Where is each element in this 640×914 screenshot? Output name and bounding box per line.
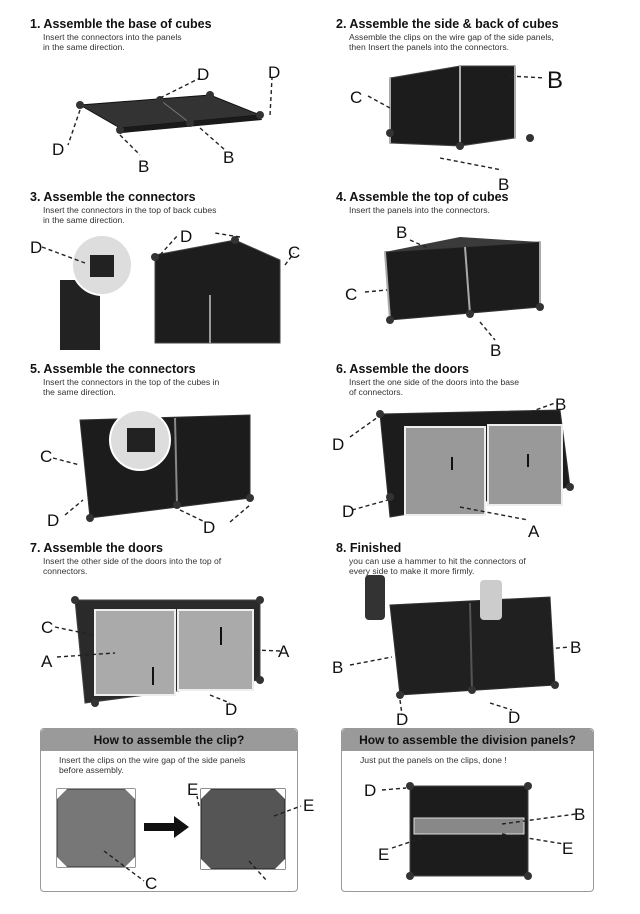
step-3: 3. Assemble the connectors Insert the co… [30,190,330,225]
svg-text:B: B [490,341,501,360]
step-7-desc: Insert the other side of the doors into … [43,556,222,576]
step-4-title: 4. Assemble the top of cubes [336,190,509,204]
svg-text:C: C [345,285,357,304]
step-6-title: 6. Assemble the doors [336,362,469,376]
step-4-illustration: C B B [345,223,544,360]
step-5: 5. Assemble the connectors Insert the co… [30,362,330,397]
clip-help-title: How to assemble the clip? [41,729,297,751]
step-2-illustration: C B B [350,65,563,193]
svg-text:C: C [288,243,300,262]
step-8-title: 8. Finished [336,541,402,555]
svg-text:B: B [555,395,566,414]
division-help-desc: Just put the panels on the clips, done ! [360,755,507,765]
svg-text:B: B [332,658,343,677]
step-1-title: 1. Assemble the base of cubes [30,17,212,31]
svg-text:B: B [547,67,563,94]
svg-text:D: D [342,502,354,521]
svg-text:E: E [187,781,198,799]
step-7-title: 7. Assemble the doors [30,541,163,555]
arrow-right-icon [144,816,189,838]
svg-text:D: D [225,700,237,719]
step-6-desc: Insert the one side of the doors into th… [349,377,520,397]
svg-text:D: D [364,781,376,800]
step-5-title: 5. Assemble the connectors [30,362,196,376]
svg-text:C: C [41,618,53,637]
step-8-illustration: B B D D [332,575,581,725]
division-help-title: How to assemble the division panels? [342,729,593,751]
step-2-title: 2. Assemble the side & back of cubes [336,17,559,31]
svg-text:C: C [350,88,362,107]
division-help-box: How to assemble the division panels? Jus… [341,728,594,892]
step-4: 4. Assemble the top of cubes Insert the … [336,190,636,215]
svg-text:D: D [332,435,344,454]
step-2-desc: Assemble the clips on the wire gap of th… [349,32,554,52]
step-6: 6. Assemble the doors Insert the one sid… [336,362,636,397]
step-8: 8. Finished you can use a hammer to hit … [336,541,636,576]
svg-text:D: D [180,227,192,246]
step-1-illustration: D D D B B [52,63,280,176]
svg-text:B: B [574,805,585,824]
svg-text:E: E [562,839,573,858]
clip-help-illustration: C E E [56,781,314,891]
svg-text:B: B [138,157,149,176]
svg-text:D: D [396,710,408,725]
label-d: D [52,140,64,159]
svg-text:D: D [197,65,209,84]
svg-text:B: B [498,175,509,193]
step-3-title: 3. Assemble the connectors [30,190,196,204]
step-3-desc: Insert the connectors in the top of back… [43,205,217,225]
svg-text:B: B [570,638,581,657]
clip-help-desc: Insert the clips on the wire gap of the … [59,755,246,775]
svg-text:D: D [47,511,59,530]
clip-help-footer [40,858,296,859]
svg-text:A: A [278,642,290,661]
step-2: 2. Assemble the side & back of cubes Ass… [336,17,636,52]
svg-text:D: D [268,63,280,82]
step-3-illustration: D D C [30,227,300,350]
svg-text:D: D [203,518,215,537]
svg-text:A: A [41,652,53,671]
step-5-desc: Insert the connectors in the top of the … [43,377,220,397]
step-6-illustration: D D B A [332,395,574,541]
svg-text:D: D [30,238,42,257]
svg-text:C: C [40,447,52,466]
step-1: 1. Assemble the base of cubes Insert the… [30,17,330,52]
clip-help-box: How to assemble the clip? Insert the cli… [40,728,314,892]
svg-text:D: D [508,708,520,725]
step-1-desc: Insert the connectors into the panels in… [43,32,182,52]
svg-text:E: E [378,845,389,864]
step-8-desc: you can use a hammer to hit the connecto… [349,556,526,576]
division-help-illustration: D B E E [364,781,585,880]
svg-text:B: B [396,223,407,242]
step-4-desc: Insert the panels into the connectors. [349,205,490,215]
svg-text:C: C [145,874,157,891]
step-7-illustration: C A A D [41,596,290,719]
svg-text:B: B [223,148,234,167]
svg-text:A: A [528,522,540,541]
step-7: 7. Assemble the doors Insert the other s… [30,541,330,576]
step-5-illustration: C D D [40,409,254,537]
svg-text:E: E [303,796,314,815]
